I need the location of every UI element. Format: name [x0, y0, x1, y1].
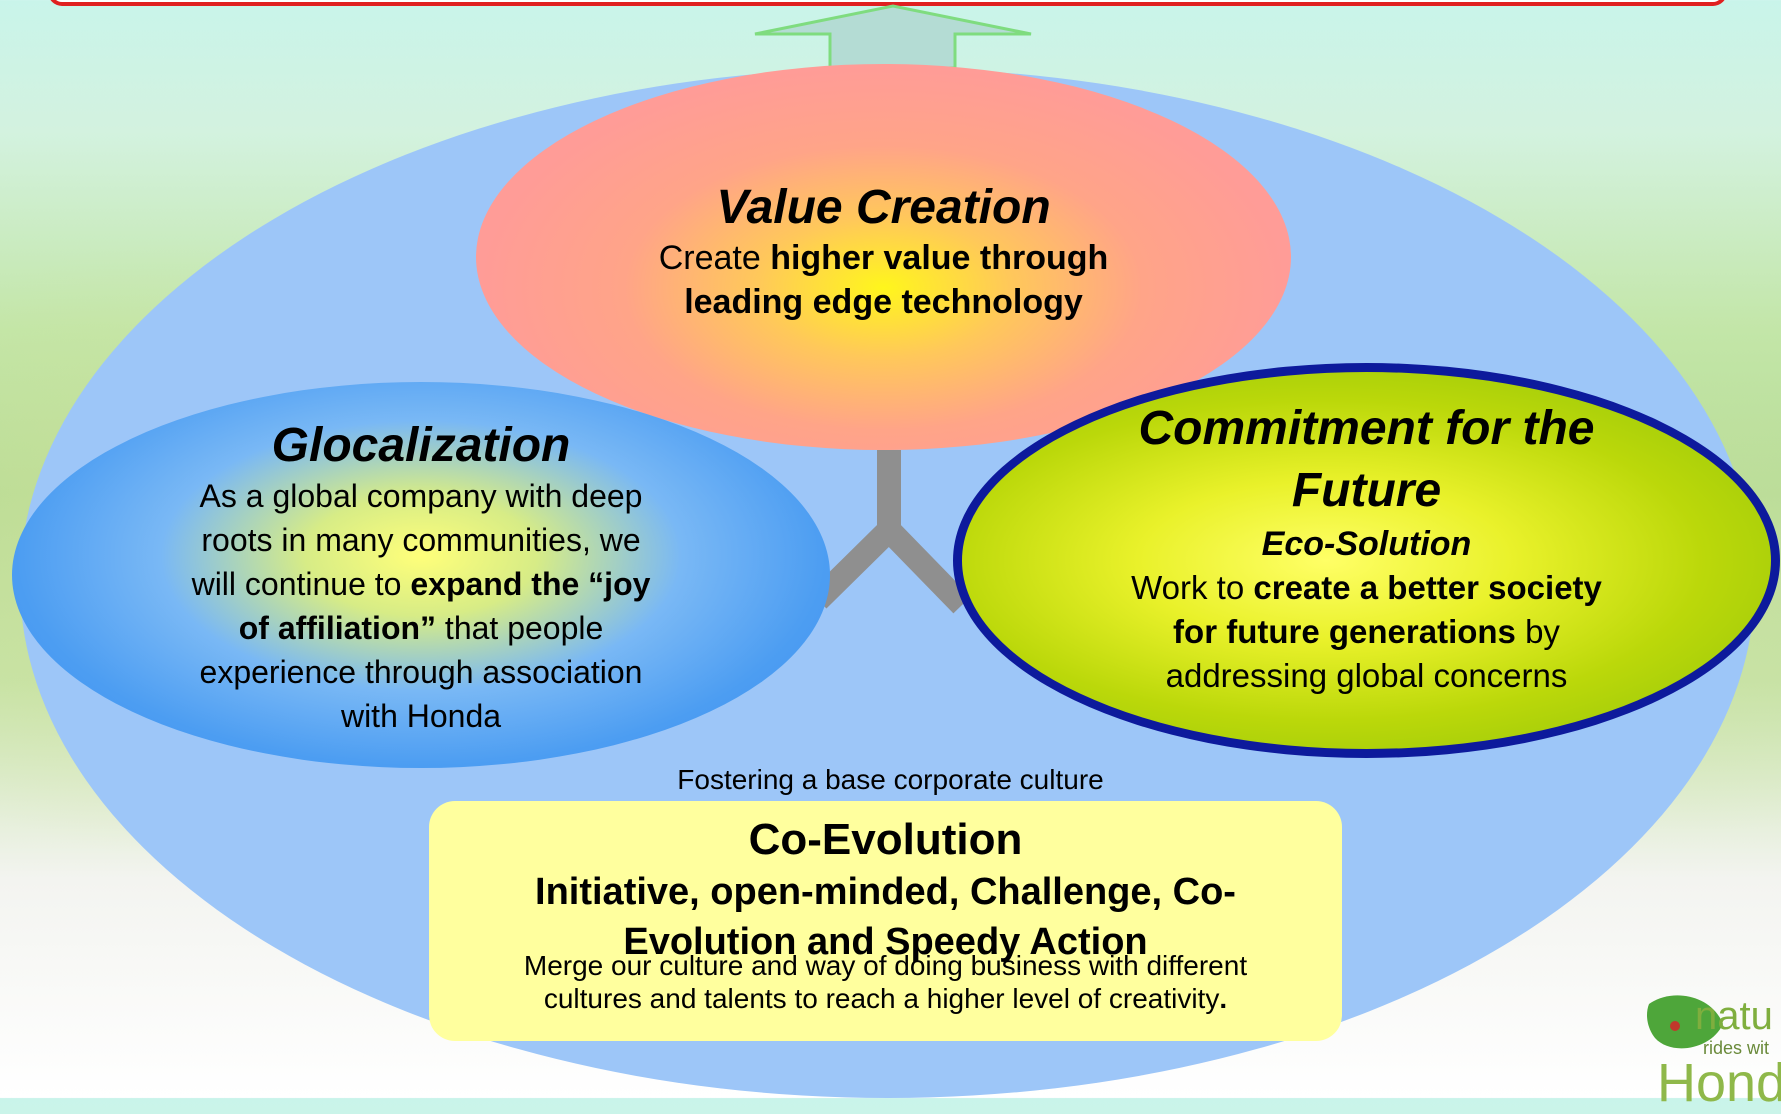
glocal-line-6: with Honda — [340, 698, 502, 734]
commitment-title: Commitment for the Future — [962, 398, 1771, 522]
commitment-title-2: Future — [1291, 464, 1442, 517]
value-creation-ellipse: Value Creation Create higher value throu… — [476, 64, 1291, 450]
commitment-ellipse: Commitment for the Future Eco-Solution W… — [953, 363, 1780, 758]
value-text-plain: Create — [658, 239, 771, 277]
commit-line-1-bold: create a better society — [1253, 569, 1602, 606]
commit-line-2: by — [1515, 613, 1560, 650]
up-arrow — [754, 4, 1032, 70]
co-evolution-box: Co-Evolution Initiative, open-minded, Ch… — [429, 801, 1342, 1041]
logo-word-3: Hond — [1657, 1053, 1781, 1113]
co-evolution-desc: Merge our culture and way of doing busin… — [429, 949, 1342, 1015]
honda-logo: natu rides wit Hond — [1641, 986, 1781, 1113]
commitment-title-1: Commitment for the — [1138, 402, 1595, 455]
commit-line-3: addressing global concerns — [1165, 657, 1568, 694]
glocal-line-5: experience through association — [199, 654, 643, 690]
glocal-line-4: that people — [436, 610, 604, 646]
coevo-desc-1: Merge our culture and way of doing busin… — [523, 950, 1248, 981]
logo-word-2: rides wit — [1703, 1038, 1770, 1058]
co-evolution-subtitle: Initiative, open-minded, Challenge, Co- … — [429, 867, 1342, 967]
eco-solution-subtitle: Eco-Solution — [1261, 525, 1472, 563]
glocal-line-1: As a global company with deep — [199, 478, 643, 514]
coevo-sub-2: Evolution and Speedy Action — [623, 921, 1148, 963]
commitment-text: Work to create a better society for futu… — [962, 566, 1771, 698]
value-text-bold-2: leading edge technology — [684, 283, 1083, 321]
glocal-line-2: roots in many communities, we — [201, 522, 641, 558]
glocal-line-3-bold: expand the “joy — [410, 566, 651, 602]
glocal-line-4-bold: of affiliation” — [238, 610, 437, 646]
coevo-sub-1: Initiative, open-minded, Challenge, Co- — [535, 871, 1236, 913]
glocalization-title: Glocalization — [271, 419, 571, 472]
logo-word-1: natu — [1695, 994, 1773, 1038]
glocal-line-3: will continue to — [191, 566, 411, 602]
glocalization-text: As a global company with deep roots in m… — [12, 474, 830, 738]
commit-line-1: Work to — [1131, 569, 1254, 606]
coevo-desc-end: . — [1219, 983, 1228, 1014]
leaf-icon — [1647, 995, 1723, 1049]
coevo-desc-2: cultures and talents to reach a higher l… — [543, 983, 1220, 1014]
co-evolution-title: Co-Evolution — [748, 815, 1023, 864]
value-creation-title: Value Creation — [716, 181, 1051, 234]
glocalization-ellipse: Glocalization As a global company with d… — [12, 382, 830, 768]
value-creation-text: Create higher value through leading edge… — [476, 236, 1291, 324]
commit-line-2-bold: for future generations — [1173, 613, 1516, 650]
value-text-bold-1: higher value through — [770, 239, 1109, 277]
fostering-label: Fostering a base corporate culture — [677, 764, 1104, 795]
y-connector — [809, 450, 971, 614]
